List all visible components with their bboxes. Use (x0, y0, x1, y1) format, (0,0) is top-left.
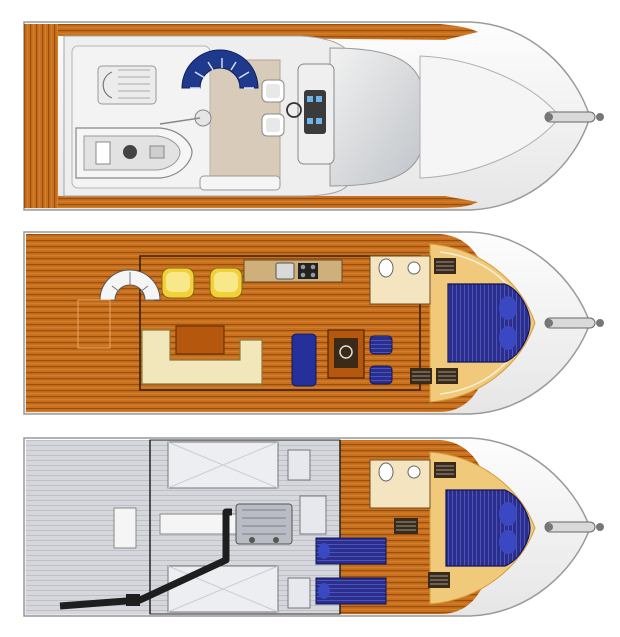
forward-berth (447, 283, 531, 363)
spiral-staircase-icon (181, 49, 259, 89)
toilet-icon (378, 462, 394, 482)
head-compartment (369, 255, 431, 305)
saloon-sofa (141, 329, 263, 385)
tender-icon (75, 127, 193, 179)
generator (113, 507, 137, 549)
stove-icon (298, 263, 318, 279)
helm-seat-icon (261, 79, 285, 137)
fuel-tank (167, 565, 279, 613)
windscreen (329, 47, 426, 187)
companionway-steps (394, 462, 456, 588)
steering-wheel-icon (286, 102, 302, 118)
anchor-icon (544, 111, 604, 123)
engine-icon (159, 503, 293, 545)
saloon-table (175, 325, 225, 355)
steering-wheel-icon (339, 345, 353, 359)
spiral-staircase-icon (99, 269, 161, 301)
lower-helm (327, 329, 365, 379)
toilet-icon (378, 258, 394, 278)
flybridge-view (23, 21, 604, 211)
anchor-icon (544, 317, 604, 329)
pilot-seat (369, 335, 393, 355)
helm-console (286, 63, 335, 165)
side-deck-starboard (58, 196, 478, 208)
anchor-icon (544, 521, 604, 533)
bench (199, 175, 281, 191)
main-deck-view (23, 231, 604, 415)
companionway-icon (97, 65, 157, 105)
head-compartment (369, 459, 431, 509)
fuel-tank (167, 441, 279, 489)
companionway-steps (410, 258, 458, 384)
pilot-seat (369, 365, 393, 385)
storage-box (299, 495, 327, 535)
sink-icon (275, 262, 295, 280)
swim-platform (77, 299, 111, 349)
sideboard (291, 333, 317, 387)
sink-icon (407, 465, 421, 479)
lower-deck-view (23, 437, 604, 617)
master-berth (445, 489, 531, 567)
exhaust-pipe (59, 508, 232, 610)
swim-platform (24, 24, 58, 208)
storage-box (287, 449, 311, 481)
storage-box (287, 577, 311, 609)
saloon-chairs (161, 267, 243, 299)
saloon-bulkhead (139, 255, 421, 391)
sink-icon (407, 261, 421, 275)
